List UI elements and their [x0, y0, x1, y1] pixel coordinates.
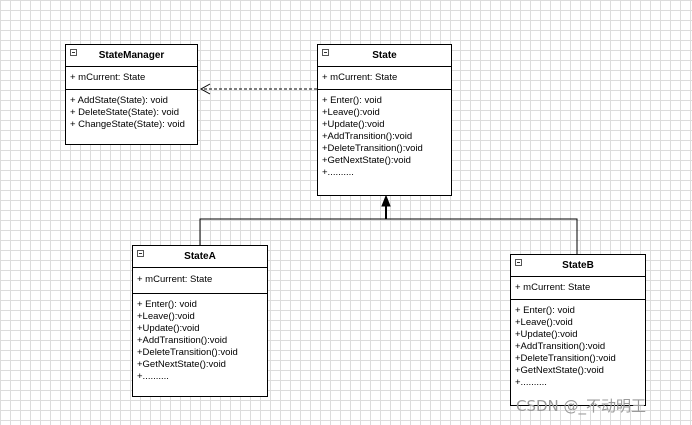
class-header: StateA: [133, 246, 267, 268]
attribute-line: + mCurrent: State: [515, 282, 591, 293]
operation-line: +AddTransition():void: [137, 335, 228, 346]
class-header: StateB: [511, 255, 645, 277]
operations-section: + Enter(): void +Leave():void +Update():…: [318, 90, 451, 179]
class-statea[interactable]: StateA + mCurrent: State + Enter(): void…: [132, 245, 268, 397]
operation-line: +GetNextState():void: [137, 359, 226, 370]
attributes-section: + mCurrent: State: [318, 67, 451, 90]
operation-line: +Update():void: [137, 323, 200, 334]
operation-line: + ChangeState(State): void: [70, 119, 185, 130]
operation-line: +DeleteTransition():void: [515, 353, 616, 364]
attribute-line: + mCurrent: State: [70, 72, 146, 83]
operation-line: +Update():void: [322, 119, 385, 130]
class-header: StateManager: [66, 45, 197, 67]
class-state[interactable]: State + mCurrent: State + Enter(): void …: [317, 44, 452, 196]
collapse-icon[interactable]: [70, 49, 77, 56]
dependency-arrowhead: [199, 83, 211, 95]
class-name: StateManager: [98, 50, 165, 61]
operation-line: +GetNextState():void: [322, 155, 411, 166]
operation-line: +..........: [137, 371, 169, 382]
attribute-line: + mCurrent: State: [137, 274, 213, 285]
operation-line: +..........: [515, 377, 547, 388]
operation-line: +AddTransition():void: [515, 341, 606, 352]
operations-section: + AddState(State): void + DeleteState(St…: [66, 90, 197, 131]
class-name: StateA: [184, 251, 216, 262]
collapse-icon[interactable]: [515, 259, 522, 266]
operation-line: + Enter(): void: [515, 305, 575, 316]
attributes-section: + mCurrent: State: [66, 67, 197, 90]
operations-section: + Enter(): void +Leave():void +Update():…: [133, 294, 267, 383]
class-name: StateB: [562, 260, 594, 271]
operation-line: +Leave():void: [137, 311, 195, 322]
operation-line: + Enter(): void: [322, 95, 382, 106]
operation-line: +GetNextState():void: [515, 365, 604, 376]
operation-line: + DeleteState(State): void: [70, 107, 180, 118]
class-statemanager[interactable]: StateManager + mCurrent: State + AddStat…: [65, 44, 198, 145]
class-header: State: [318, 45, 451, 67]
watermark-text: CSDN @_不动明王: [516, 397, 647, 415]
generalization-line-state-a: [199, 218, 386, 245]
operation-line: +Leave():void: [515, 317, 573, 328]
operation-line: + AddState(State): void: [70, 95, 168, 106]
generalization-arrowhead: [381, 194, 391, 207]
operations-section: + Enter(): void +Leave():void +Update():…: [511, 300, 645, 389]
operation-line: +Leave():void: [322, 107, 380, 118]
operation-line: +DeleteTransition():void: [322, 143, 423, 154]
operation-line: + Enter(): void: [137, 299, 197, 310]
class-stateb[interactable]: StateB + mCurrent: State + Enter(): void…: [510, 254, 646, 406]
operation-line: +DeleteTransition():void: [137, 347, 238, 358]
operation-line: +AddTransition():void: [322, 131, 413, 142]
class-name: State: [372, 50, 397, 61]
generalization-line-state-b: [386, 218, 578, 254]
attributes-section: + mCurrent: State: [511, 277, 645, 300]
operation-line: +Update():void: [515, 329, 578, 340]
operation-line: +..........: [322, 167, 354, 178]
collapse-icon[interactable]: [137, 250, 144, 257]
attribute-line: + mCurrent: State: [322, 72, 398, 83]
collapse-icon[interactable]: [322, 49, 329, 56]
attributes-section: + mCurrent: State: [133, 268, 267, 294]
